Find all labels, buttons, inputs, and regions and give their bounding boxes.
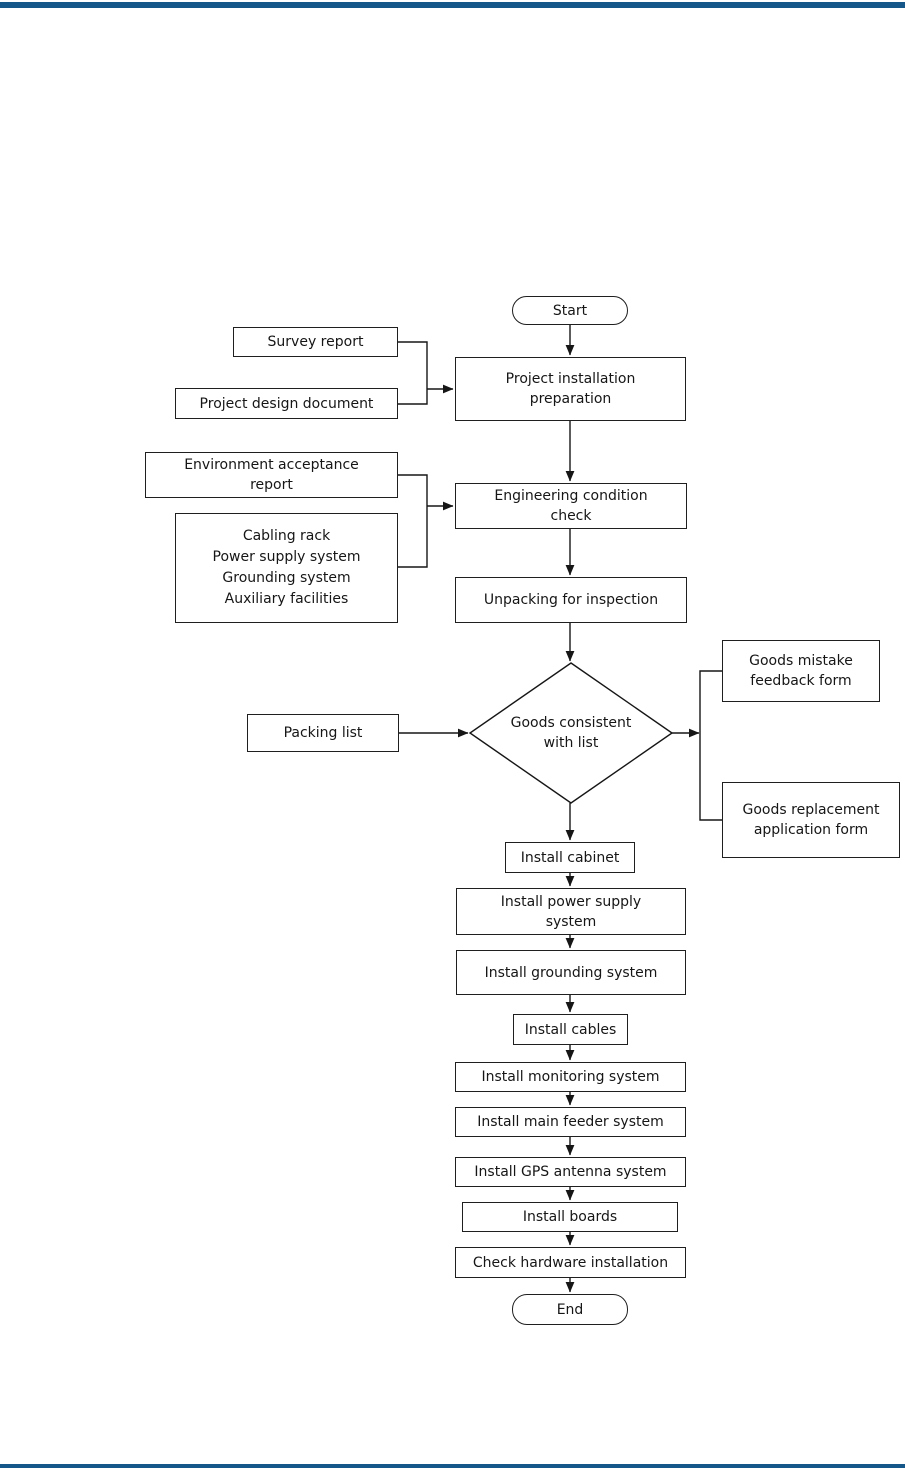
flow-node-install-grounding-system-label: Install grounding system	[484, 964, 658, 981]
edge-survey-designdoc-bracket	[398, 341, 428, 405]
flow-node-project-installation-preparation-label: Project installation preparation	[505, 371, 636, 407]
flow-node-install-main-feeder-system: Install main feeder system	[455, 1107, 686, 1137]
decision-diamond-shape	[468, 662, 674, 804]
flow-node-install-power-supply-system: Install power supply system	[456, 888, 686, 935]
flow-node-install-cabinet: Install cabinet	[505, 842, 635, 873]
flow-terminator-end-label: End	[556, 1301, 584, 1318]
flow-node-install-grounding-system: Install grounding system	[456, 950, 686, 995]
flow-decision-goods-consistent-label: Goods consistent with list	[510, 715, 632, 751]
flow-node-install-boards-label: Install boards	[522, 1209, 618, 1225]
flow-node-packing-list-label: Packing list	[283, 725, 363, 741]
flow-node-install-gps-antenna-system-label: Install GPS antenna system	[474, 1164, 667, 1180]
edge-forms-bracket	[699, 670, 722, 821]
flow-node-install-cabinet-label: Install cabinet	[520, 849, 620, 866]
flow-node-goods-mistake-feedback-form: Goods mistake feedback form	[722, 640, 880, 702]
flow-node-survey-report: Survey report	[233, 327, 398, 357]
flow-node-unpacking-for-inspection-label: Unpacking for inspection	[483, 592, 659, 608]
flow-node-site-requirements: Cabling rack Power supply system Groundi…	[175, 513, 398, 623]
flow-node-install-monitoring-system: Install monitoring system	[455, 1062, 686, 1092]
flow-node-goods-mistake-feedback-form-label: Goods mistake feedback form	[749, 653, 853, 689]
flow-node-packing-list: Packing list	[247, 714, 399, 752]
flow-node-install-monitoring-system-label: Install monitoring system	[481, 1069, 660, 1085]
flow-node-check-hardware-installation: Check hardware installation	[455, 1247, 686, 1278]
flow-node-goods-replacement-application-form: Goods replacement application form	[722, 782, 900, 858]
flow-node-install-cables: Install cables	[513, 1014, 628, 1045]
flow-node-check-hardware-installation-label: Check hardware installation	[472, 1254, 669, 1271]
flow-node-engineering-condition-check-label: Engineering condition check	[494, 488, 648, 524]
flow-node-environment-acceptance-report: Environment acceptance report	[145, 452, 398, 498]
flow-node-install-boards: Install boards	[462, 1202, 678, 1232]
flow-node-install-main-feeder-system-label: Install main feeder system	[477, 1114, 664, 1130]
flow-terminator-start-label: Start	[552, 302, 588, 319]
flow-terminator-end: End	[512, 1294, 628, 1325]
flow-node-install-cables-label: Install cables	[524, 1021, 617, 1038]
flow-node-survey-report-label: Survey report	[267, 334, 364, 350]
page-top-rule	[0, 2, 905, 8]
flow-node-site-requirements-label: Cabling rack Power supply system Groundi…	[212, 528, 361, 607]
flow-node-engineering-condition-check: Engineering condition check	[455, 483, 687, 529]
flow-node-install-power-supply-system-label: Install power supply system	[500, 893, 642, 930]
flow-decision-goods-consistent: Goods consistent with list	[480, 711, 662, 755]
flow-node-project-design-document-label: Project design document	[199, 395, 374, 412]
flow-terminator-start: Start	[512, 296, 628, 325]
flow-node-project-installation-preparation: Project installation preparation	[455, 357, 686, 421]
flow-node-install-gps-antenna-system: Install GPS antenna system	[455, 1157, 686, 1187]
flow-node-environment-acceptance-report-label: Environment acceptance report	[184, 457, 359, 493]
edge-env-facilities-bracket	[398, 474, 428, 568]
page-bottom-rule	[0, 1464, 905, 1468]
flow-node-goods-replacement-application-form-label: Goods replacement application form	[742, 802, 880, 838]
flow-node-project-design-document: Project design document	[175, 388, 398, 419]
flow-node-unpacking-for-inspection: Unpacking for inspection	[455, 577, 687, 623]
